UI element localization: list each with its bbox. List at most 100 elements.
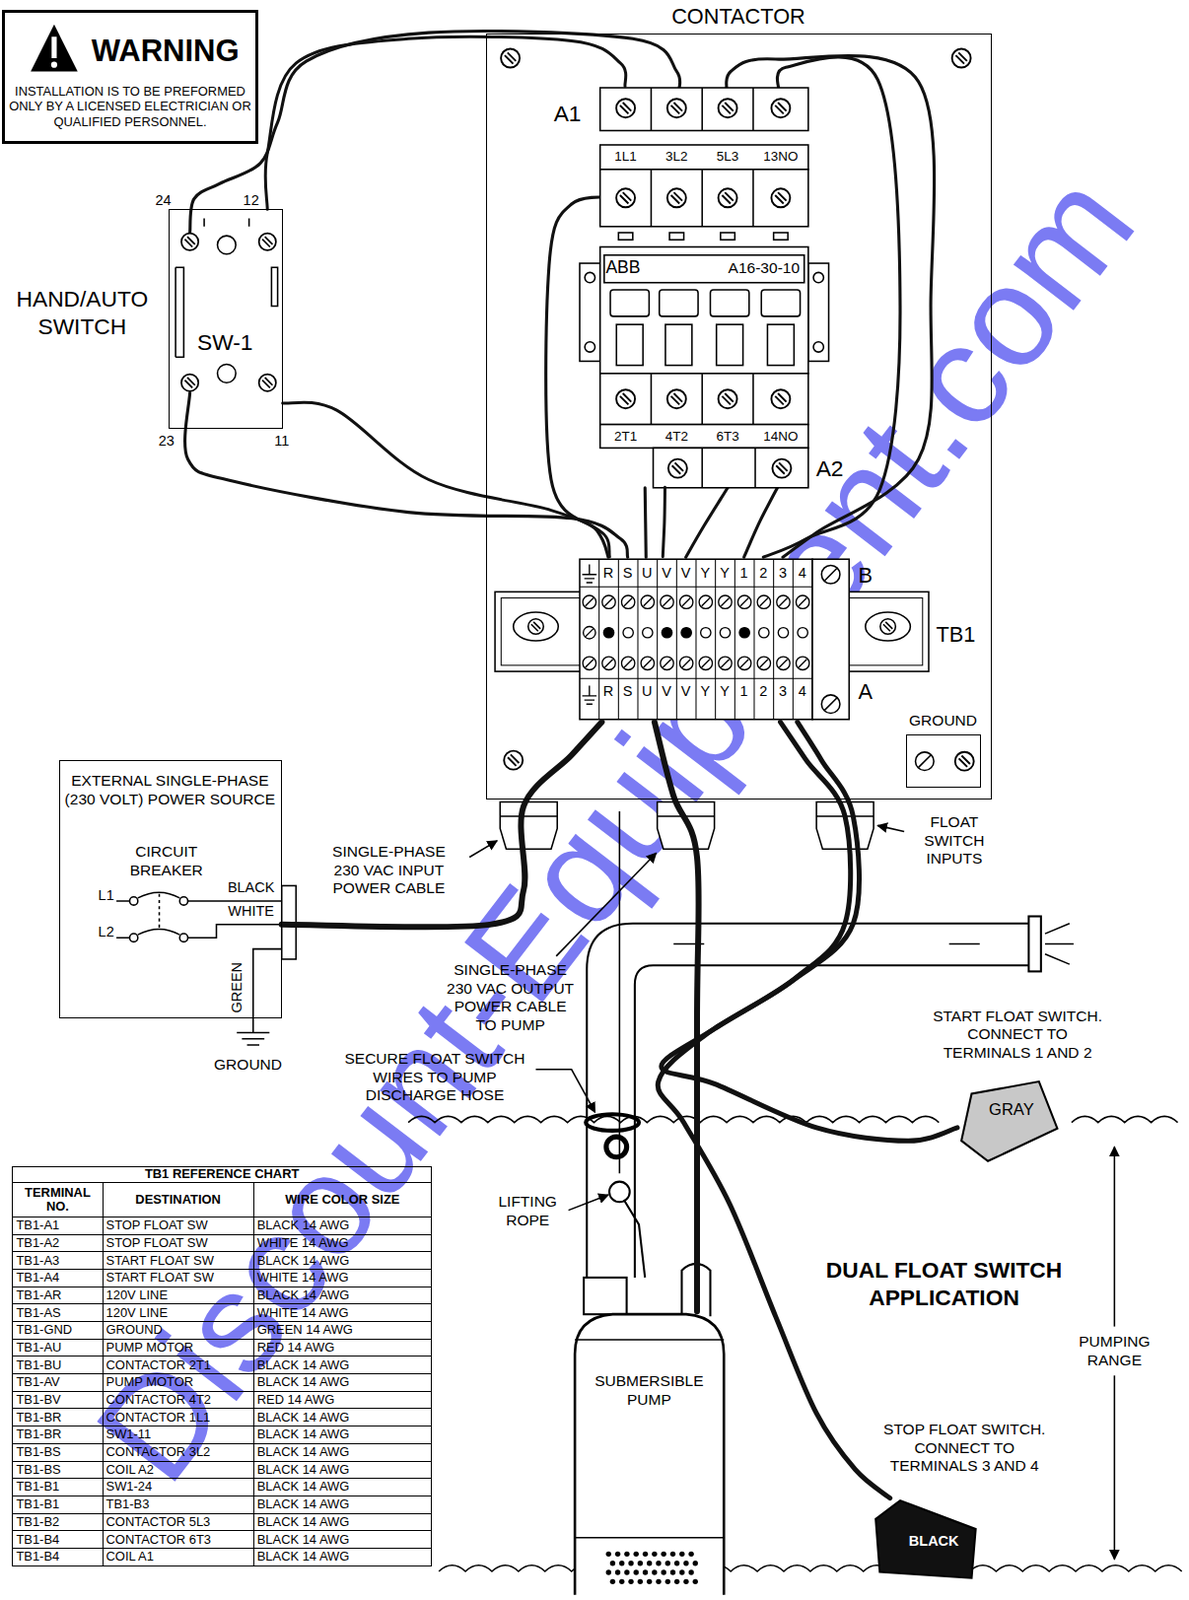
table-row: TB1-B1TB1-B3BLACK 14 AWG bbox=[12, 1495, 431, 1514]
table-cell: CONTACTOR 2T1 bbox=[102, 1356, 254, 1375]
table-cell: TB1-AR bbox=[12, 1286, 103, 1305]
drawing-part bbox=[955, 752, 975, 771]
table-cell: TB1-B4 bbox=[12, 1531, 103, 1549]
breaker-label: CIRCUIT BREAKER bbox=[105, 842, 228, 880]
drawing-part bbox=[259, 374, 277, 392]
table-cell: BLACK 14 AWG bbox=[253, 1408, 431, 1427]
strainer-hole bbox=[632, 1551, 638, 1557]
drawing-part bbox=[813, 272, 824, 282]
terminal-marker bbox=[759, 628, 770, 638]
heading-text: EXTERNAL SINGLE-PHASE (230 VOLT) POWER S… bbox=[63, 771, 278, 809]
table-row: TB1-GNDGROUNDGREEN 14 AWG bbox=[12, 1322, 431, 1340]
strainer-hole bbox=[609, 1560, 615, 1566]
contactor-terminal-label: 5L3 bbox=[706, 148, 748, 165]
application-title: DUAL FLOAT SWITCH APPLICATION bbox=[808, 1257, 1079, 1312]
wire bbox=[744, 479, 782, 558]
screw-slot bbox=[682, 659, 691, 668]
terminal-divider bbox=[734, 559, 736, 720]
strainer-hole bbox=[664, 1579, 670, 1585]
table-cell: RED 14 AWG bbox=[253, 1391, 431, 1409]
screw-slot bbox=[585, 629, 594, 637]
terminal-screw bbox=[583, 627, 596, 639]
contactor-terminal-label: 2T1 bbox=[605, 428, 646, 445]
table-row: TB1-A4START FLOAT SWWHITE 14 AWG bbox=[12, 1268, 431, 1287]
screw-slot bbox=[740, 659, 749, 668]
table-cell: CONTACTOR 4T2 bbox=[102, 1391, 254, 1409]
table-cell: TB1-GND bbox=[12, 1322, 103, 1340]
heading-text: GROUND bbox=[901, 711, 985, 731]
drawing-part bbox=[51, 36, 57, 59]
terminal-screw bbox=[602, 595, 616, 609]
terminal-screw bbox=[640, 595, 654, 609]
table-cell: START FLOAT SW bbox=[102, 1268, 254, 1287]
table-cell: COIL A2 bbox=[102, 1461, 254, 1479]
drawing-part bbox=[158, 894, 161, 929]
internal-wires bbox=[185, 31, 935, 559]
drawing-part bbox=[718, 389, 738, 409]
table-cell: BLACK 14 AWG bbox=[253, 1531, 431, 1549]
body-text: INSTALLATION IS TO BE PREFORMED ONLY BY … bbox=[7, 83, 252, 131]
drawing-part bbox=[668, 459, 688, 479]
strainer-hole bbox=[688, 1551, 694, 1557]
table-row: TB1-BSCOIL A2BLACK 14 AWG bbox=[12, 1461, 431, 1479]
control-panel: CONTACTORABBA16-30-10TB1GROUND bbox=[486, 33, 992, 799]
drawing-part bbox=[659, 289, 699, 317]
table-cell: TB1-BS bbox=[12, 1443, 103, 1462]
terminal-marker bbox=[700, 628, 711, 638]
strainer-hole bbox=[646, 1560, 652, 1566]
line-label: L1 bbox=[94, 887, 118, 905]
screw-slot bbox=[701, 659, 710, 668]
drawing-part bbox=[616, 188, 635, 208]
callout-text: FLOAT SWITCH INPUTS bbox=[907, 813, 1001, 869]
terminal-block-label: A bbox=[853, 679, 877, 705]
terminal-screw bbox=[699, 656, 712, 670]
strainer-hole bbox=[674, 1560, 680, 1566]
drawing-part bbox=[865, 612, 911, 641]
terminal-block-label: V bbox=[677, 683, 695, 700]
warning-box: WARNINGINSTALLATION IS TO BE PREFORMED O… bbox=[1, 9, 259, 144]
drawing-part bbox=[579, 559, 813, 720]
wire bbox=[662, 487, 665, 557]
drawing-part bbox=[610, 289, 649, 317]
table-cell: TB1-B4 bbox=[12, 1547, 103, 1566]
screw-slot bbox=[798, 659, 807, 668]
drawing-part bbox=[915, 752, 935, 771]
callout-text: SINGLE-PHASE 230 VAC INPUT POWER CABLE bbox=[320, 842, 459, 899]
terminal-block-label: B bbox=[853, 562, 877, 589]
drawing-part bbox=[130, 897, 139, 906]
table-row: TB1-AVPUMP MOTORBLACK 14 AWG bbox=[12, 1374, 431, 1393]
heading-text: GRAY bbox=[983, 1100, 1040, 1120]
table-cell: COIL A1 bbox=[102, 1547, 254, 1566]
terminal-block-art bbox=[494, 559, 929, 720]
terminal-block-label: V bbox=[658, 564, 676, 582]
drawing-part bbox=[217, 364, 237, 384]
drawing-part bbox=[579, 263, 601, 361]
drawing-part bbox=[718, 98, 738, 118]
water-line bbox=[438, 1565, 1183, 1572]
table-row: TB1-AR120V LINEBLACK 14 AWG bbox=[12, 1286, 431, 1305]
screw-slot bbox=[604, 659, 613, 668]
power-source-details bbox=[116, 885, 296, 1045]
body-text: SW-1 bbox=[167, 329, 282, 356]
screw-slot bbox=[643, 598, 652, 607]
table-cell: TB1-B3 bbox=[102, 1495, 254, 1514]
strainer-hole bbox=[692, 1579, 698, 1585]
terminal-screw bbox=[718, 595, 732, 609]
drawing-part bbox=[880, 619, 897, 635]
drawing-part bbox=[667, 389, 687, 409]
drawing-part bbox=[600, 424, 809, 449]
table-row: TB1-B2CONTACTOR 5L3BLACK 14 AWG bbox=[12, 1513, 431, 1532]
terminal-screw bbox=[795, 595, 809, 609]
drawing-part bbox=[770, 188, 790, 208]
heading-text: CONTACTOR bbox=[658, 3, 818, 30]
drawing-part bbox=[773, 232, 788, 240]
table-cell: TB1-BR bbox=[12, 1408, 103, 1427]
drawing-part bbox=[761, 289, 800, 317]
drawing-part bbox=[583, 1277, 627, 1315]
terminal-divider bbox=[772, 559, 774, 720]
table-cell: BLACK 14 AWG bbox=[253, 1547, 431, 1566]
drawing-part bbox=[616, 98, 635, 118]
strainer-hole bbox=[609, 1579, 615, 1585]
table-row: TB1-BRSW1-11BLACK 14 AWG bbox=[12, 1426, 431, 1445]
